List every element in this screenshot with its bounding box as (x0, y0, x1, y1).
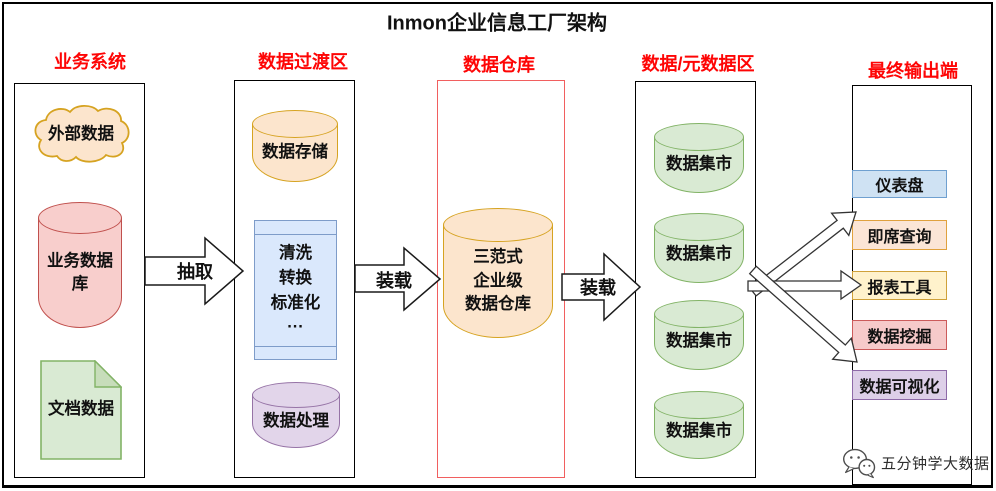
header-data-marts: 数据/元数据区 (641, 54, 755, 74)
external-data-cloud: 外部数据 (30, 102, 132, 168)
header-business-system: 业务系统 (54, 52, 126, 72)
business-database-label: 业务数据 库 (47, 251, 113, 293)
etl-bottom-band (255, 346, 336, 359)
data-mart-label-4: 数据集市 (666, 422, 732, 441)
header-final-output: 最终输出端 (868, 61, 958, 81)
data-storage-label: 数据存储 (262, 143, 328, 162)
document-data-label: 文档数据 (48, 400, 114, 419)
load-arrow-1-label: 装载 (376, 271, 412, 291)
data-mart-cylinder-1: 数据集市 (654, 123, 744, 193)
document-icon (40, 360, 122, 460)
extract-arrow-label: 抽取 (177, 262, 213, 282)
output-dashboard: 仪表盘 (852, 170, 947, 198)
etl-process-box: 清洗 转换 标准化 ··· (254, 220, 337, 360)
diagram-title: Inmon企业信息工厂架构 (387, 12, 607, 35)
header-staging-area: 数据过渡区 (258, 52, 348, 72)
header-data-warehouse: 数据仓库 (463, 55, 535, 75)
data-mart-cylinder-4: 数据集市 (654, 391, 744, 459)
edw-cylinder: 三范式 企业级 数据仓库 (443, 208, 553, 338)
data-processing-cylinder: 数据处理 (252, 382, 340, 448)
edw-label: 三范式 企业级 数据仓库 (465, 248, 531, 314)
cloud-icon (34, 104, 130, 163)
data-mart-label-1: 数据集市 (666, 155, 732, 174)
etl-process-label: 清洗 转换 标准化 ··· (270, 244, 321, 337)
etl-top-band (255, 221, 336, 235)
load-arrow-2-label: 装载 (580, 278, 616, 298)
data-storage-cylinder: 数据存储 (252, 110, 338, 182)
output-report-tool: 报表工具 (852, 271, 947, 300)
output-adhoc-query: 即席查询 (852, 220, 947, 250)
output-data-mining: 数据挖掘 (852, 320, 947, 350)
data-mart-cylinder-3: 数据集市 (654, 300, 744, 370)
wechat-icon (842, 448, 876, 479)
data-processing-label: 数据处理 (263, 411, 329, 430)
data-mart-label-3: 数据集市 (666, 332, 732, 351)
data-mart-label-2: 数据集市 (666, 245, 732, 264)
brand-watermark: 五分钟学大数据 (881, 455, 990, 473)
data-mart-cylinder-2: 数据集市 (654, 213, 744, 283)
output-data-visualization: 数据可视化 (852, 370, 947, 400)
document-data-shape: 文档数据 (40, 360, 122, 460)
external-data-label: 外部数据 (48, 125, 114, 144)
business-database-cylinder: 业务数据 库 (38, 202, 122, 328)
